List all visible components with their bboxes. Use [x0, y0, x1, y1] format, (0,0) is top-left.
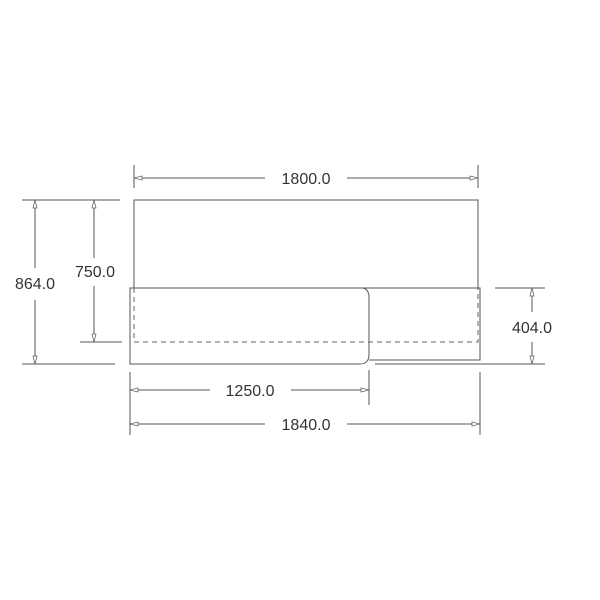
dimension-label: 1840.0 [282, 417, 331, 434]
dimension-label: 404.0 [512, 320, 552, 337]
dimension-1800: 1800.0 [133, 165, 479, 188]
hidden-edge-dashed [133, 288, 479, 343]
dimension-750: 750.0 [75, 199, 122, 343]
back-panel-outline [133, 199, 479, 289]
dimension-1250: 1250.0 [129, 370, 370, 405]
front-panel-outline [129, 287, 370, 365]
dimension-label: 1800.0 [282, 171, 331, 188]
dimension-label: 750.0 [75, 264, 115, 281]
dimension-label: 1250.0 [226, 383, 275, 400]
front-panel-step-outline [362, 287, 481, 361]
dimension-864: 864.0 [15, 199, 120, 365]
dimension-label: 864.0 [15, 276, 55, 293]
dimension-1840: 1840.0 [129, 372, 481, 435]
dimension-404: 404.0 [375, 287, 552, 365]
